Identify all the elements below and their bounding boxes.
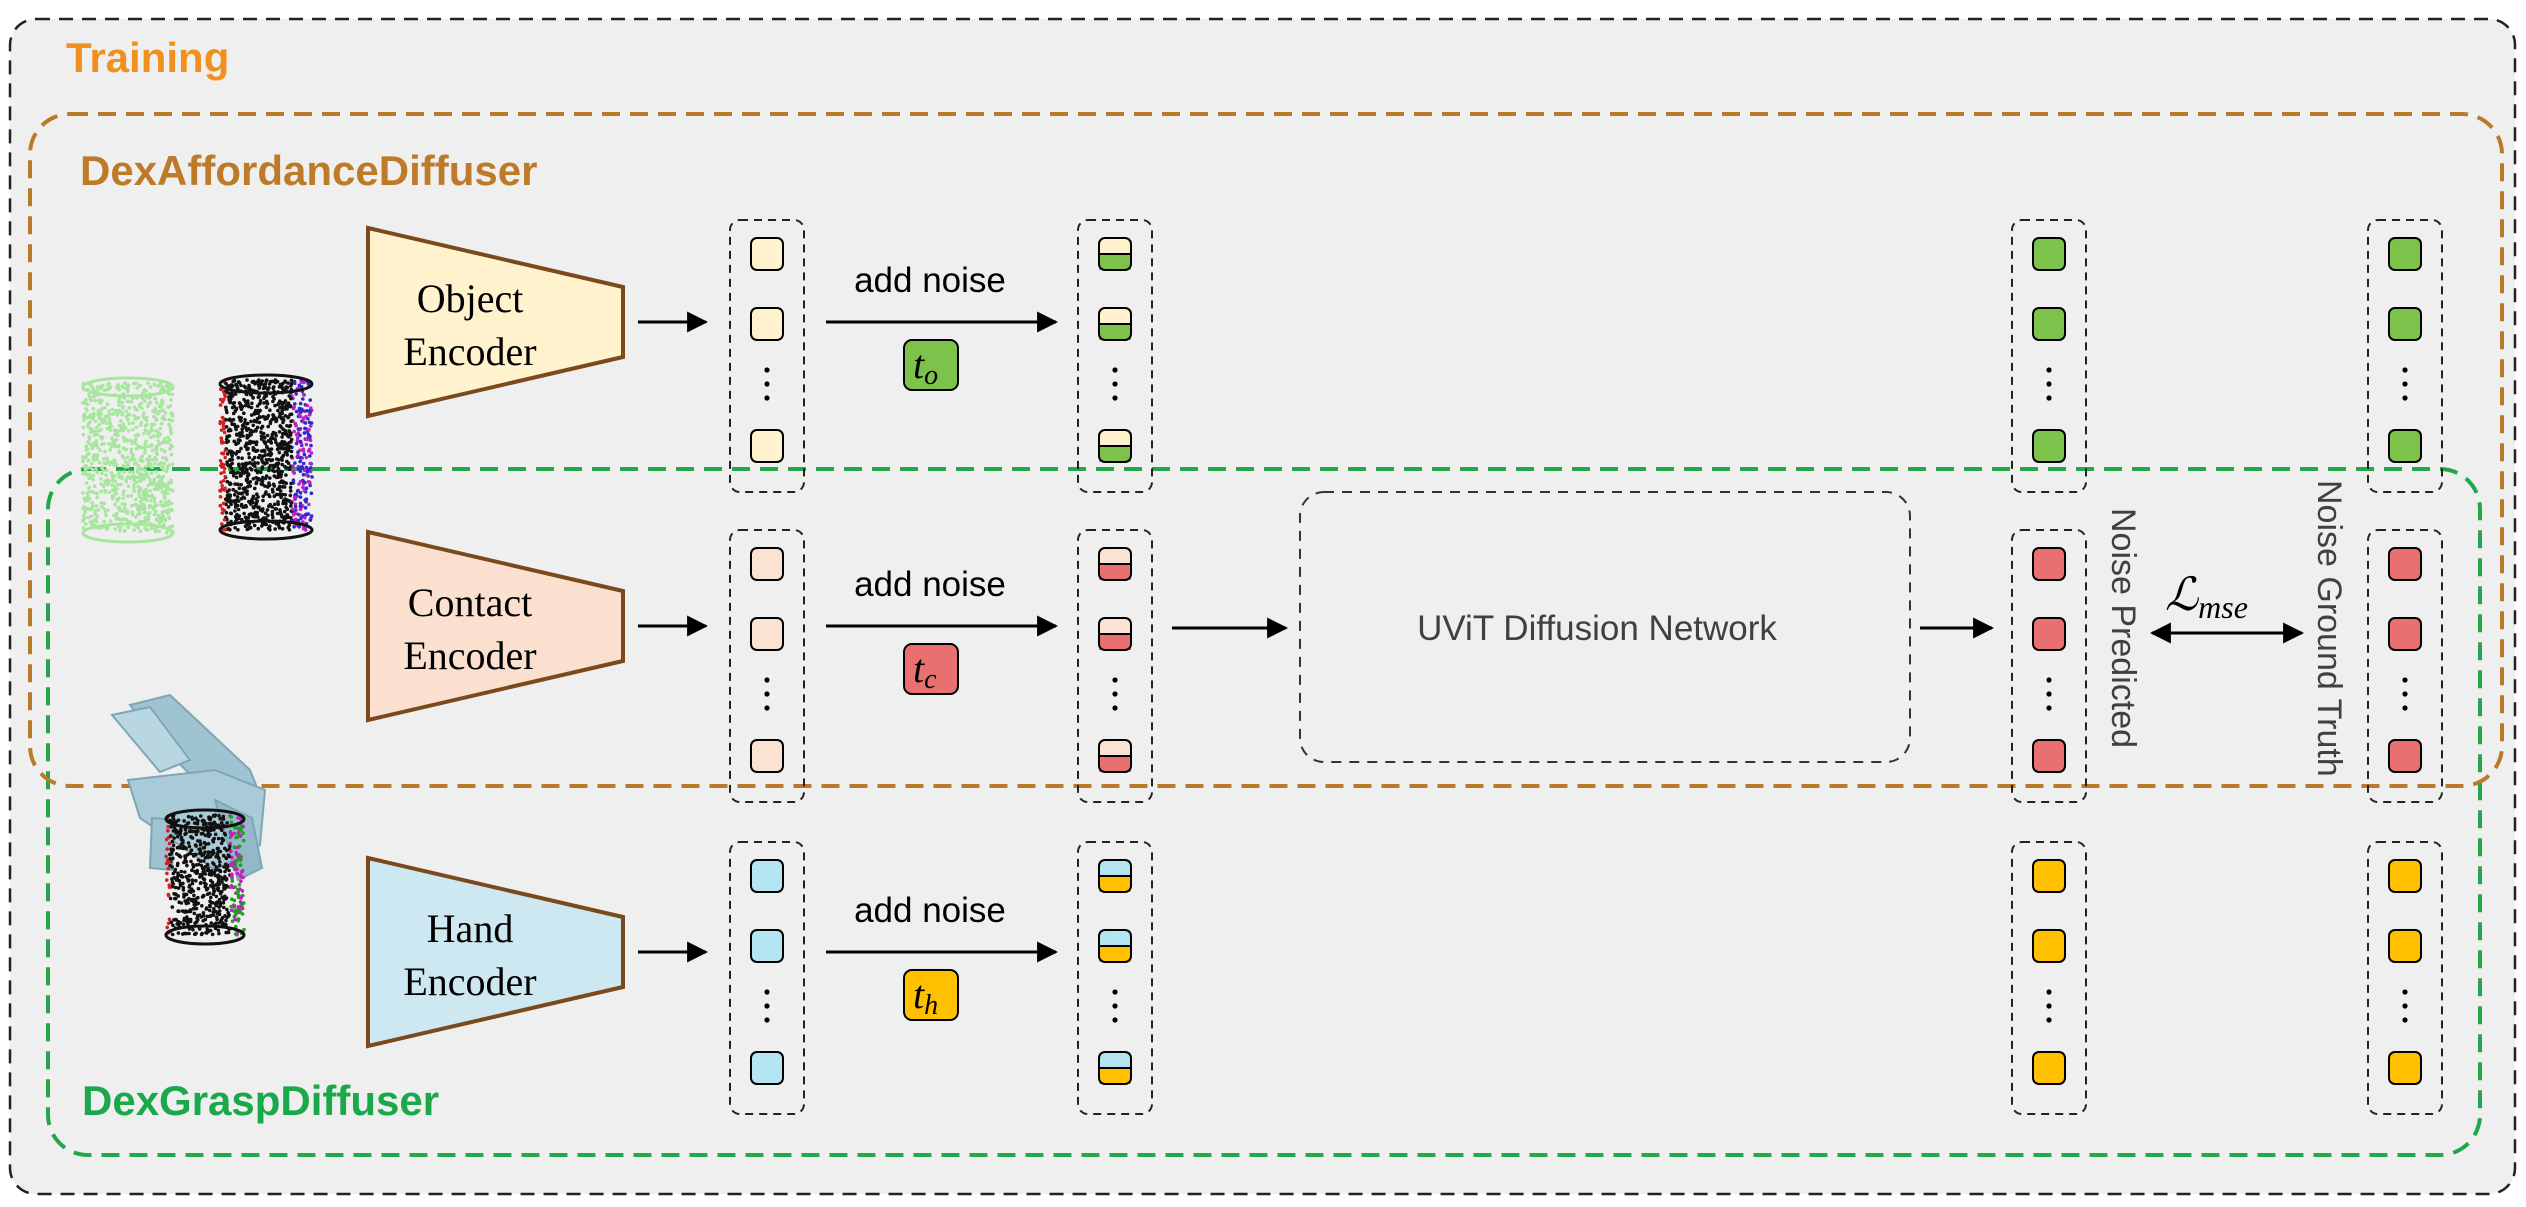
token xyxy=(2388,237,2422,271)
encoder-label-line2: Encoder xyxy=(403,329,536,374)
token xyxy=(2032,929,2066,963)
token xyxy=(2032,307,2066,341)
token xyxy=(2032,617,2066,651)
grasp-diffuser-frame xyxy=(46,467,2482,1157)
token xyxy=(2388,429,2422,463)
token-column-pred xyxy=(2011,529,2087,803)
token xyxy=(750,929,784,963)
noise-ground-truth-label: Noise Ground Truth xyxy=(2310,480,2348,777)
token-column-noisy xyxy=(1077,529,1153,803)
mse-loss: ℒmse xyxy=(2149,569,2305,644)
contact-point-cloud-icon xyxy=(218,373,314,541)
token-column-noisy xyxy=(1077,219,1153,493)
timestep-h-badge: th xyxy=(903,969,959,1021)
timestep-o-badge: to xyxy=(903,339,959,391)
token xyxy=(750,739,784,773)
noisy-token xyxy=(1098,859,1132,893)
token xyxy=(2032,1051,2066,1085)
training-title: Training xyxy=(66,34,229,81)
uvit-network-box xyxy=(1299,491,1911,763)
token xyxy=(2032,859,2066,893)
token xyxy=(2032,237,2066,271)
add-noise-label: add noise xyxy=(854,565,1006,604)
token xyxy=(750,617,784,651)
token xyxy=(2032,547,2066,581)
noisy-token xyxy=(1098,739,1132,773)
token xyxy=(2388,739,2422,773)
add-noise-label: add noise xyxy=(854,261,1006,300)
token-column-pred xyxy=(2011,219,2087,493)
token-column-clean xyxy=(729,219,805,493)
svg-text:th: th xyxy=(913,972,938,1021)
grasp-diffuser-title: DexGraspDiffuser xyxy=(82,1077,439,1124)
token-column-gt xyxy=(2367,219,2443,493)
token xyxy=(750,1051,784,1085)
token-column-pred xyxy=(2011,841,2087,1115)
add-noise-label: add noise xyxy=(854,891,1006,930)
token-column-clean xyxy=(729,841,805,1115)
hand-grasp-icon xyxy=(110,693,267,946)
loss-subscript: mse xyxy=(2198,589,2248,625)
token xyxy=(750,547,784,581)
timestep-c-badge: tc xyxy=(903,643,959,695)
token xyxy=(750,307,784,341)
noisy-token xyxy=(1098,429,1132,463)
affordance-diffuser-title: DexAffordanceDiffuser xyxy=(80,147,537,194)
encoder-label-line2: Encoder xyxy=(403,633,536,678)
svg-text:tc: tc xyxy=(913,646,937,695)
noise-predicted-label: Noise Predicted xyxy=(2104,508,2142,748)
noisy-token xyxy=(1098,237,1132,271)
uvit-network-label: UViT Diffusion Network xyxy=(1417,609,1777,648)
training-frame xyxy=(8,17,2517,1196)
token xyxy=(2388,307,2422,341)
token xyxy=(2388,617,2422,651)
noisy-token xyxy=(1098,617,1132,651)
token xyxy=(2388,859,2422,893)
noisy-token xyxy=(1098,547,1132,581)
encoder-label-line2: Encoder xyxy=(403,959,536,1004)
encoder-label-line1: Hand xyxy=(427,906,514,951)
token xyxy=(2388,929,2422,963)
token xyxy=(2032,429,2066,463)
token-column-gt xyxy=(2367,529,2443,803)
object-point-cloud-icon xyxy=(81,376,175,544)
token-column-gt xyxy=(2367,841,2443,1115)
svg-text:to: to xyxy=(913,342,938,391)
affordance-diffuser-frame xyxy=(28,112,2504,788)
token xyxy=(750,237,784,271)
token xyxy=(750,859,784,893)
svg-text:ℒmse: ℒmse xyxy=(2165,569,2248,625)
token xyxy=(2032,739,2066,773)
token xyxy=(2388,1051,2422,1085)
token-column-noisy xyxy=(1077,841,1153,1115)
noisy-token xyxy=(1098,1051,1132,1085)
loss-symbol: ℒ xyxy=(2165,569,2199,620)
noisy-token xyxy=(1098,929,1132,963)
token-column-clean xyxy=(729,529,805,803)
token xyxy=(2388,547,2422,581)
encoder-label-line1: Contact xyxy=(408,580,532,625)
noisy-token xyxy=(1098,307,1132,341)
encoder-label-line1: Object xyxy=(417,276,524,321)
token xyxy=(750,429,784,463)
